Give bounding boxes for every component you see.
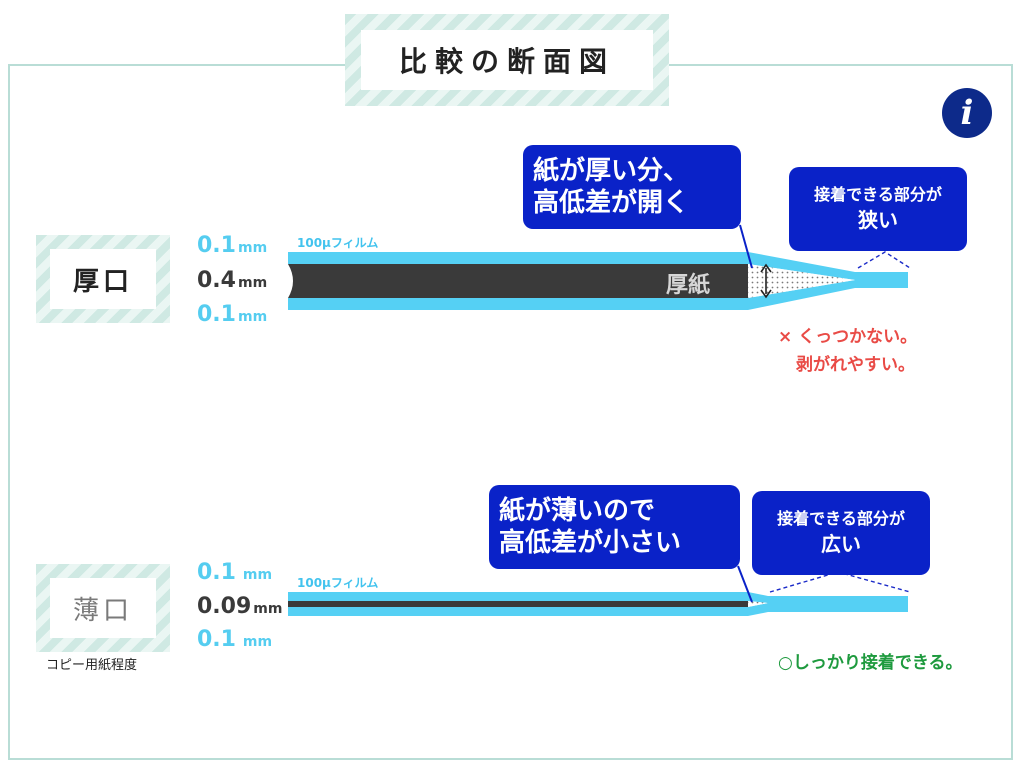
- thick-bond-area-dashes: [857, 251, 911, 269]
- thin-cross-section: [288, 565, 911, 616]
- thin-bottom-unit: mm: [237, 634, 273, 650]
- thin-top-unit: mm: [237, 567, 273, 583]
- thin-mid-value: 0.09: [197, 594, 252, 619]
- thin-label: 薄口: [72, 595, 133, 626]
- info-i-logo-icon: i: [942, 88, 992, 138]
- thick-top-value: 0.1: [197, 233, 236, 258]
- thick-mid-value: 0.4: [197, 268, 236, 293]
- thick-paper-layer: [288, 264, 748, 298]
- thin-top-value: 0.1: [197, 560, 236, 585]
- thick-callout-line1: 紙が厚い分、: [533, 156, 690, 186]
- thick-film-label: 100μフィルム: [297, 236, 379, 250]
- thin-callout-line1: 紙が薄いので: [499, 496, 656, 526]
- thin-film-label: 100μフィルム: [297, 576, 379, 590]
- height-difference-arrow-head-top: [760, 263, 772, 273]
- thin-bond-area-line2: 広い: [821, 532, 861, 556]
- thin-bottom-value: 0.1: [197, 627, 236, 652]
- thick-label-box: 厚口: [36, 235, 170, 323]
- thin-paper-layer: [288, 601, 748, 607]
- thin-gap-dots: [748, 601, 768, 607]
- thick-gap-dots: [748, 264, 855, 298]
- thin-bond-area-line1: 接着できる部分が: [777, 509, 905, 528]
- thick-label: 厚口: [72, 266, 133, 297]
- thin-note: コピー用紙程度: [46, 658, 138, 673]
- thin-bond-area-box: 接着できる部分が 広い: [752, 491, 930, 575]
- thick-bond-area-box: 接着できる部分が 狭い: [789, 167, 967, 251]
- thin-film-top: [288, 592, 908, 603]
- title-banner: 比較の断面図: [345, 14, 669, 106]
- thick-callout-line2: 高低差が開く: [533, 188, 690, 218]
- thin-film-bottom: [288, 603, 908, 616]
- thick-cross-section: [288, 224, 911, 310]
- thick-callout: 紙が厚い分、 高低差が開く: [523, 145, 741, 229]
- thin-callout: 紙が薄いので 高低差が小さい: [489, 485, 740, 569]
- thick-bond-area-line1: 接着できる部分が: [814, 185, 942, 204]
- thin-result: ○しっかり接着できる。: [778, 653, 963, 673]
- thick-result-line2: 剥がれやすい。: [796, 355, 915, 375]
- thin-callout-line2: 高低差が小さい: [499, 528, 682, 558]
- thick-film-bottom: [288, 280, 908, 310]
- thin-label-box: 薄口: [36, 564, 170, 652]
- thin-mid-unit: mm: [253, 601, 283, 617]
- thin-bottom-measure: 0.1 mm: [197, 627, 272, 652]
- height-difference-arrow-head-bottom: [760, 289, 772, 299]
- thick-result-line1: × くっつかない。: [778, 327, 918, 347]
- thick-paper-label: 厚紙: [666, 273, 711, 298]
- thick-film-top: [288, 252, 908, 280]
- thin-top-measure: 0.1 mm: [197, 560, 272, 585]
- thick-mid-unit: mm: [237, 275, 268, 291]
- thick-bottom-unit: mm: [237, 309, 268, 325]
- thick-bottom-value: 0.1: [197, 302, 236, 327]
- page-title: 比較の断面図: [398, 45, 615, 78]
- thick-bond-area-line2: 狭い: [858, 208, 898, 232]
- thick-callout-pointer: [739, 224, 753, 269]
- thin-bond-area-dashes: [769, 571, 911, 593]
- thin-callout-pointer: [737, 565, 753, 603]
- thick-top-unit: mm: [237, 240, 268, 256]
